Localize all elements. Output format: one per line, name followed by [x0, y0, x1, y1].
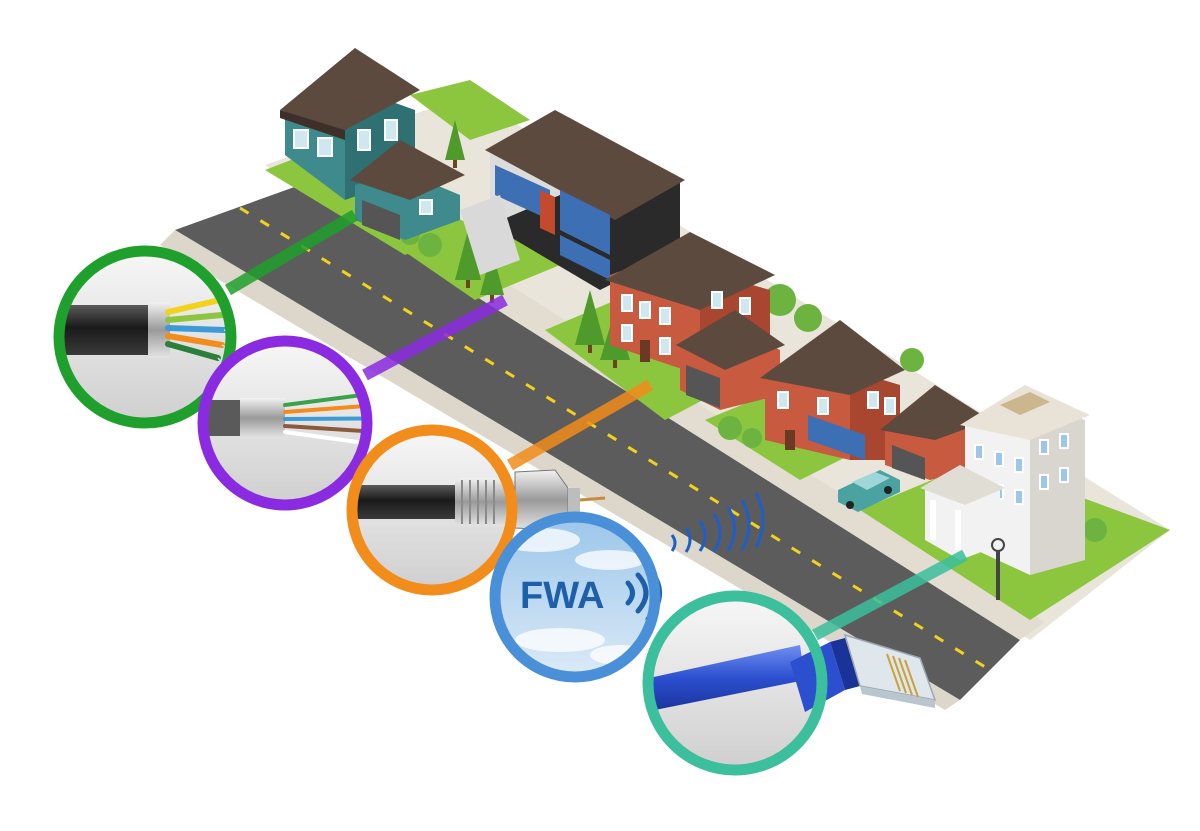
twisted-pair-cable-icon [240, 398, 285, 438]
connector-lines [224, 209, 968, 641]
buildings [280, 48, 1090, 600]
coax-circle [346, 424, 606, 596]
balcony-house [760, 320, 990, 480]
car [838, 470, 900, 512]
fwa-circle: FWA [489, 511, 662, 683]
twisted-pair-circle [197, 335, 373, 511]
brick-house [605, 232, 785, 410]
teal-house [280, 48, 465, 240]
fiber-connector-line [224, 209, 359, 296]
wireless-waves [670, 492, 765, 553]
fwa-label: FWA [520, 575, 604, 617]
road [175, 185, 1020, 700]
street-lamp [991, 538, 1005, 600]
modern-house [460, 110, 685, 290]
cat5-connector-line [362, 294, 508, 381]
fiber-optic-cable-icon [148, 302, 170, 358]
ethernet-circle [642, 590, 937, 776]
fiber-optic-circle [53, 245, 237, 429]
lane-markings [239, 206, 991, 672]
ethernet-connector-line [812, 549, 968, 641]
coax-connector-line [507, 379, 653, 471]
apartment-building [920, 385, 1090, 575]
